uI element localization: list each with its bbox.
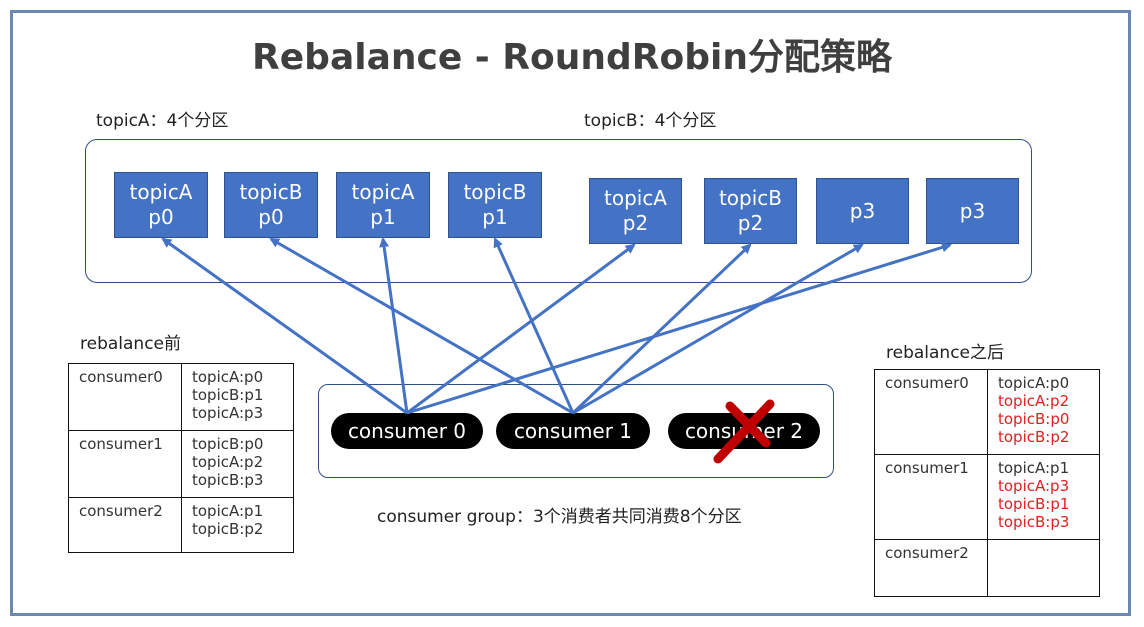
assignment-cell: topicA:p0 topicA:p2 topicB:p0 topicB:p2 [987, 369, 1100, 455]
assignment-cell: topicB:p0 topicA:p2 topicB:p3 [181, 430, 294, 498]
assignment-cell: topicA:p0 topicB:p1 topicA:p3 [181, 363, 294, 431]
consumer-group-caption: consumer group：3个消费者共同消费8个分区 [377, 507, 742, 527]
arrow-c0-topicA-p0 [161, 237, 408, 415]
table-row: consumer0 topicA:p0 topicA:p2 topicB:p0 … [874, 369, 1100, 455]
topicA-label: topicA：4个分区 [96, 111, 229, 131]
after-heading: rebalance之后 [886, 343, 1005, 363]
before-table: consumer0 topicA:p0 topicB:p1 topicA:p3 … [68, 363, 294, 553]
arrow-c1-topicB-p1 [493, 237, 575, 414]
consumer-name-cell: consumer0 [68, 363, 182, 431]
arrow-c0-topicA-p2 [406, 243, 636, 415]
assignment-item: topicA:p1 [192, 502, 264, 520]
assignment-item-new: topicB:p2 [998, 428, 1070, 446]
assignment-item: topicA:p3 [192, 404, 264, 422]
assignment-item: topicA:p1 [998, 459, 1070, 477]
topicB-label: topicB：4个分区 [584, 111, 717, 131]
assignment-item: topicA:p2 [192, 453, 264, 471]
arrow-c0-topicA-p1 [379, 237, 409, 414]
arrow-c1-topicA-p3 [572, 243, 864, 415]
assignment-item: topicA:p0 [998, 374, 1070, 392]
partitions-container [85, 139, 1032, 283]
consumer-0: consumer 0 [331, 413, 483, 449]
removed-consumer-x-mark [713, 399, 775, 464]
assignment-item: topicB:p0 [192, 435, 264, 453]
consumer-name-cell: consumer1 [68, 430, 182, 498]
assignment-item: topicB:p1 [192, 386, 264, 404]
slide-frame [10, 10, 1131, 616]
assignment-cell-empty [987, 539, 1100, 597]
after-table: consumer0 topicA:p0 topicA:p2 topicB:p0 … [874, 369, 1100, 597]
assignment-item-new: topicB:p0 [998, 410, 1070, 428]
slide-title: Rebalance - RoundRobin分配策略 [252, 37, 892, 78]
consumer-1: consumer 1 [496, 413, 650, 449]
arrow-c1-topicB-p0 [269, 237, 574, 415]
before-heading: rebalance前 [80, 334, 182, 354]
assignment-item-new: topicA:p3 [998, 477, 1070, 495]
consumer-name-cell: consumer2 [874, 539, 988, 597]
table-row: consumer1 topicA:p1 topicA:p3 topicB:p1 … [874, 454, 1100, 540]
assignment-cell: topicA:p1 topicB:p2 [181, 497, 294, 553]
table-row: consumer2 topicA:p1 topicB:p2 [68, 497, 294, 553]
assignment-item-new: topicB:p1 [998, 495, 1070, 513]
table-row: consumer2 [874, 539, 1100, 597]
consumer-name-cell: consumer1 [874, 454, 988, 540]
partition-topicA-p3: p3 [816, 178, 909, 244]
assignment-item: topicB:p3 [192, 471, 264, 489]
consumer-name-cell: consumer2 [68, 497, 182, 553]
assignment-item-new: topicB:p3 [998, 513, 1070, 531]
arrow-c0-topicB-p3 [406, 242, 952, 415]
consumer-group-box [318, 384, 834, 478]
assignment-cell: topicA:p1 topicA:p3 topicB:p1 topicB:p3 [987, 454, 1100, 540]
table-row: consumer0 topicA:p0 topicB:p1 topicA:p3 [68, 363, 294, 431]
consumer-name-cell: consumer0 [874, 369, 988, 455]
arrow-c1-topicB-p2 [571, 243, 752, 415]
assignment-item: topicB:p2 [192, 520, 264, 538]
table-row: consumer1 topicB:p0 topicA:p2 topicB:p3 [68, 430, 294, 498]
partition-topicB-p3: p3 [926, 178, 1019, 244]
assignment-item: topicA:p0 [192, 368, 264, 386]
assignment-item-new: topicA:p2 [998, 392, 1070, 410]
